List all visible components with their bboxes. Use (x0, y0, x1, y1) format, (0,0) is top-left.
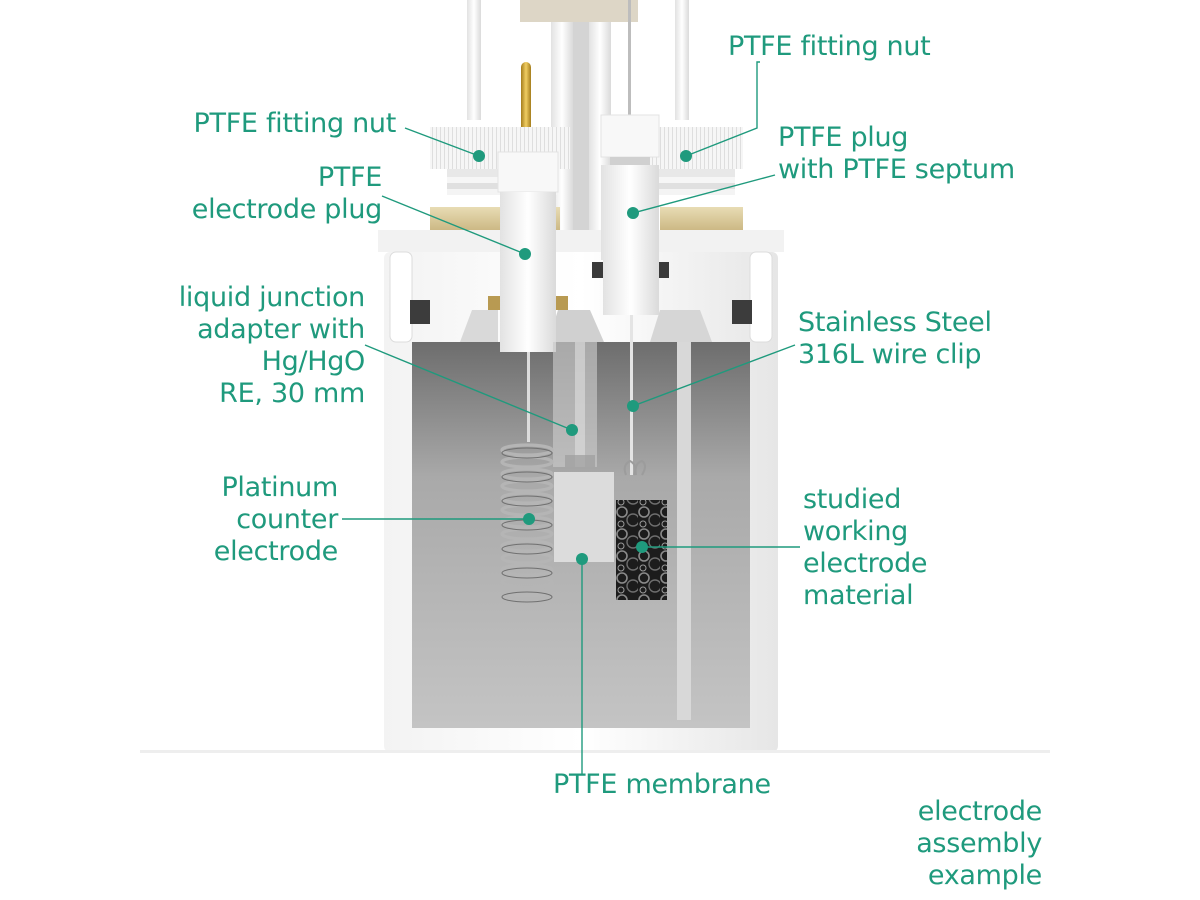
liquid-junction-tube (553, 342, 597, 467)
label-ptfe-membrane: PTFE membrane (553, 769, 771, 800)
label-stainless-steel-wire-clip: Stainless Steel 316L wire clip (798, 307, 992, 370)
label-ptfe-fitting-nut-left: PTFE fitting nut (193, 108, 397, 139)
ptfe-membrane-block (554, 472, 614, 562)
leader-lines (342, 61, 800, 775)
leader-dots (473, 150, 692, 565)
label-ptfe-electrode-plug: PTFE electrode plug (191, 162, 383, 225)
platinum-coil (500, 443, 554, 601)
label-liquid-junction-adapter: liquid junction adapter with Hg/HgO RE, … (178, 282, 366, 409)
label-platinum-counter-electrode: Platinum counter electrode (213, 472, 339, 567)
label-ptfe-plug-with-septum: PTFE plug with PTFE septum (778, 122, 1015, 185)
left-electrode-plug (488, 151, 568, 442)
right-fitting-nut (645, 127, 743, 231)
diagram-caption: electrode assembly example (916, 796, 1042, 891)
label-studied-working-electrode: studied working electrode material (803, 484, 928, 611)
label-ptfe-fitting-nut-right: PTFE fitting nut (728, 31, 931, 62)
